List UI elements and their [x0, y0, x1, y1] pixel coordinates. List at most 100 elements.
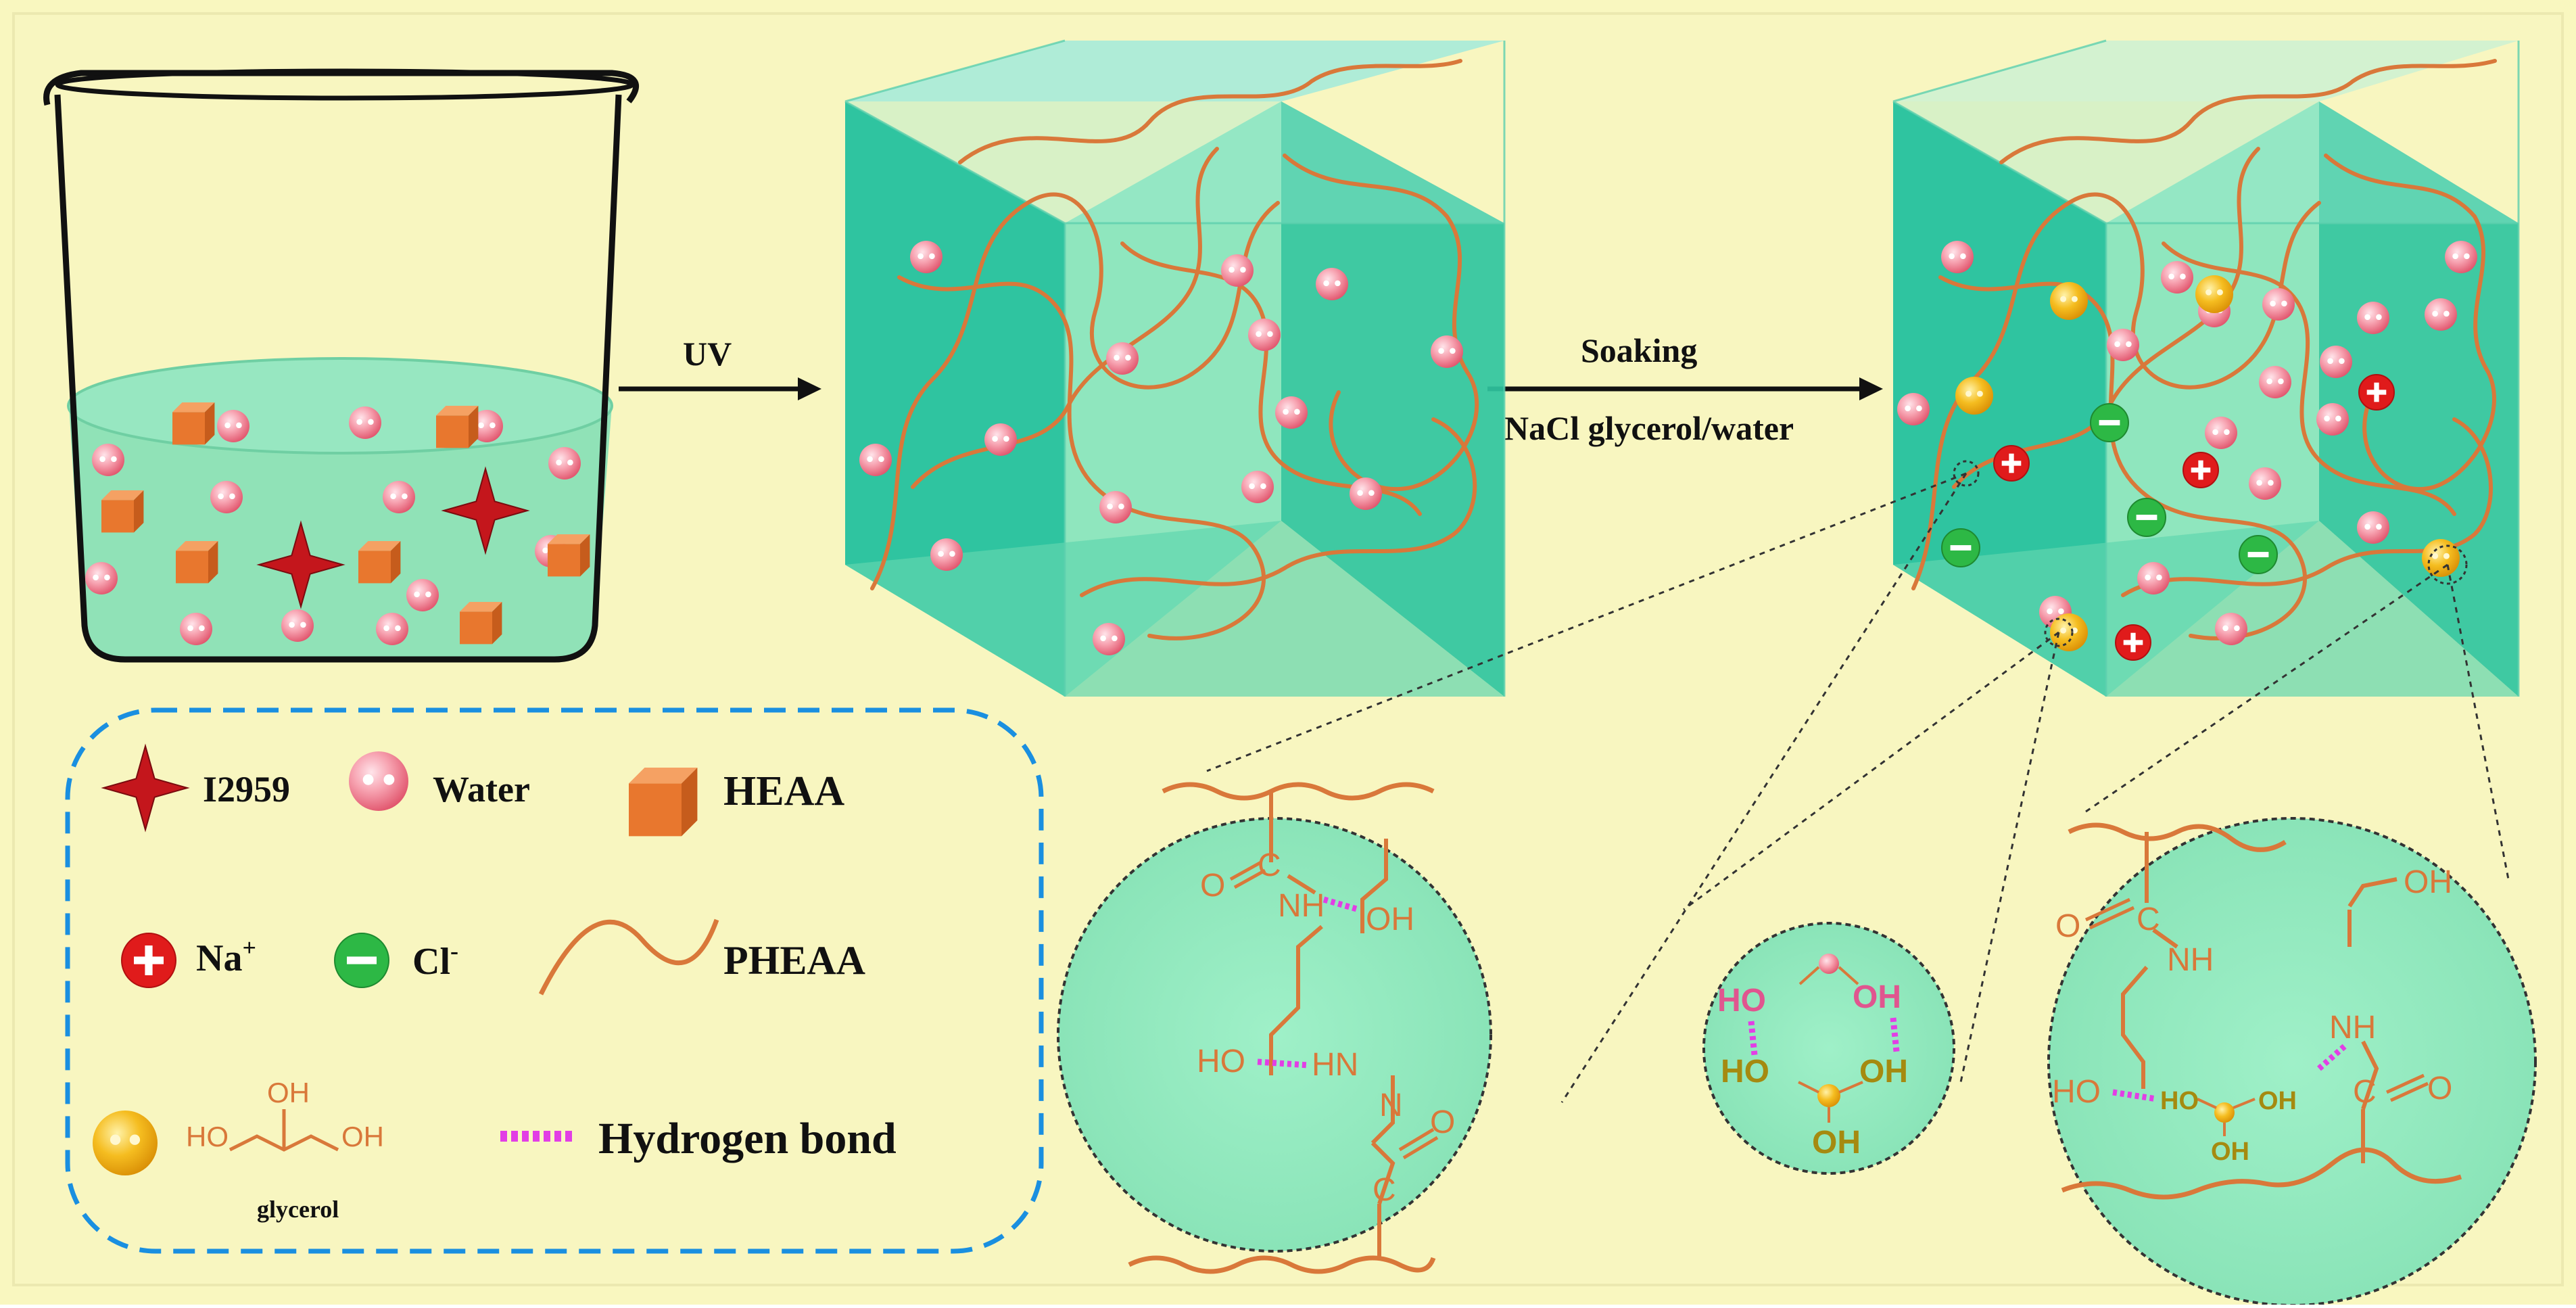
water-molecule: [349, 406, 381, 439]
water-molecule: [1897, 393, 1930, 425]
water-molecule: [548, 447, 581, 480]
cube1-polymer-chain-2: [1080, 417, 1477, 597]
sodium-ion: [2358, 374, 2395, 411]
legend-na-icon: [121, 933, 176, 988]
monomer-cube: [358, 541, 401, 584]
monomer-cube: [460, 602, 502, 645]
glycerol-oh-right: OH: [341, 1121, 384, 1152]
uv-arrow: [619, 377, 821, 400]
glycerol-ho-left: HO: [186, 1121, 229, 1152]
water-molecule: [2316, 403, 2349, 436]
water-molecule: [1275, 396, 1308, 429]
chloride-ion: [1941, 528, 1980, 567]
water-molecule: [2249, 467, 2281, 500]
cube2-polymer-chain-6: [2162, 241, 2456, 516]
legend-initiator-label: I2959: [203, 769, 290, 810]
water-molecule: [2425, 298, 2457, 331]
svg-text:NH: NH: [2329, 1010, 2376, 1046]
water-molecule: [1093, 623, 1125, 655]
svg-text:C: C: [2353, 1074, 2377, 1110]
cube1-polymer-chain-0: [870, 192, 1280, 590]
zoom-marker-1: [1953, 460, 1980, 487]
water-molecule: [859, 444, 892, 476]
water-molecule: [2262, 288, 2295, 321]
cube1-edge-lines: [844, 39, 1506, 697]
svg-text:HO: HO: [2052, 1074, 2101, 1110]
water-molecule: [2320, 346, 2352, 378]
initiator-star: [441, 466, 530, 555]
monomer-cube: [172, 402, 215, 445]
svg-text:C: C: [2137, 902, 2160, 937]
water-molecule: [1431, 335, 1463, 368]
cube2-polymer-chain-5: [1952, 147, 2260, 489]
sodium-ion: [2115, 624, 2151, 661]
water-molecule: [92, 444, 124, 476]
cube1-bottom-face: [845, 521, 1504, 697]
cube1-polymer-chain-1: [897, 275, 1266, 640]
water-molecule: [2137, 562, 2170, 594]
water-molecule: [2107, 329, 2139, 361]
beaker-liquid: [69, 379, 612, 659]
zoom-circle-glycerol-water: HO OH HO OH OH: [1702, 922, 1955, 1175]
water-molecule: [281, 609, 314, 642]
svg-text:OH: OH: [2404, 864, 2452, 900]
hydrogel-cube: [844, 39, 1506, 697]
cube1-front-face: [845, 101, 1065, 697]
legend-glycerol-label: glycerol: [257, 1196, 339, 1223]
svg-text:O: O: [1200, 868, 1225, 904]
water-molecule: [1241, 471, 1274, 503]
svg-text:N: N: [1379, 1088, 1403, 1123]
water-molecule: [376, 613, 408, 645]
beaker: [43, 68, 639, 663]
glycerol-molecule: [2422, 539, 2460, 577]
svg-text:O: O: [2427, 1071, 2452, 1106]
zoom-guide-lines: [1206, 472, 2510, 1103]
legend-box: [65, 707, 1044, 1254]
cube2-polymer-chain-4: [1999, 59, 2497, 164]
water-molecule: [1248, 319, 1281, 351]
monomer-cube: [101, 490, 144, 533]
chloride-ion: [2127, 498, 2166, 537]
zoom-circle-amide-glycerol: O C NH OH NH C O HO HO OH OH: [2047, 817, 2537, 1307]
water-molecule: [1316, 268, 1348, 300]
water-molecule: [180, 613, 212, 645]
svg-text:OH: OH: [2258, 1087, 2297, 1115]
legend-cl-icon: [334, 933, 389, 988]
uv-label: UV: [683, 335, 732, 373]
legend-hbond-label: Hydrogen bond: [598, 1114, 897, 1163]
cube2-bottom-face: [1893, 521, 2519, 697]
svg-text:C: C: [1373, 1172, 1396, 1208]
water-molecule: [1221, 254, 1254, 287]
water-molecule: [383, 481, 415, 513]
water-molecule: [2357, 302, 2389, 334]
svg-text:OH: OH: [1859, 1054, 1908, 1090]
legend-na-label: Na+: [196, 934, 256, 979]
water-molecule: [406, 579, 439, 611]
legend-monomer-icon: [629, 768, 698, 837]
glycerol-molecule: [2050, 282, 2088, 320]
legend-cl-label: Cl-: [412, 937, 458, 983]
svg-text:HO: HO: [2160, 1087, 2199, 1115]
initiator-icon: [101, 743, 190, 833]
legend-water-icon: [349, 751, 408, 811]
sodium-ion: [1993, 445, 2030, 482]
cube2-edge-lines: [1892, 39, 2520, 697]
legend: I2959 Water HEAA Na+ Cl- PHEAA HO OH OH …: [65, 707, 1044, 1254]
water-molecule: [1350, 477, 1382, 510]
chloride-ion: [2239, 535, 2278, 574]
zoom-marker-2: [2044, 617, 2074, 647]
soaking-label: Soaking: [1581, 331, 1697, 369]
water-molecule: [2161, 261, 2193, 294]
water-molecule: [2357, 511, 2389, 544]
monomer-cube: [548, 534, 590, 577]
water-molecule: [1099, 491, 1132, 523]
glycerol-molecule: [1955, 377, 1993, 415]
svg-text:C: C: [1258, 847, 1281, 883]
svg-text:O: O: [2055, 908, 2080, 944]
water-molecule: [2445, 241, 2477, 273]
monomer-cube: [176, 541, 218, 584]
organohydrogel-cube: [1892, 39, 2520, 697]
water-molecule: [85, 562, 118, 594]
svg-text:HO: HO: [1197, 1044, 1245, 1079]
